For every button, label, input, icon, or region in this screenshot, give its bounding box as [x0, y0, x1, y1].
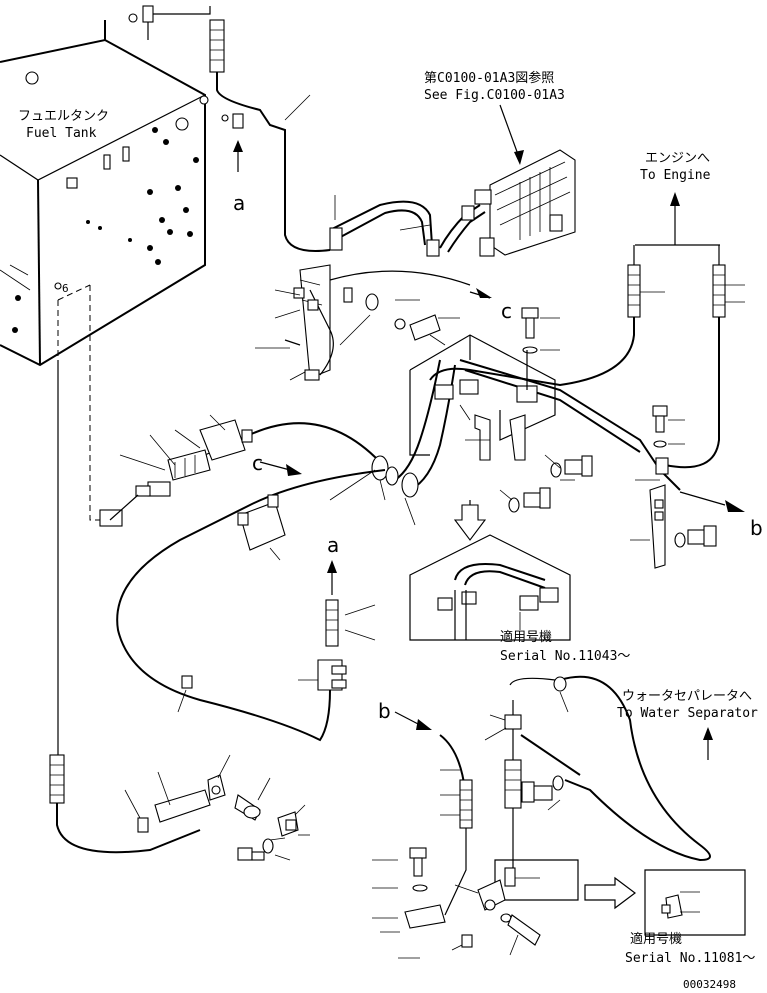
- reference-label-en: See Fig.C0100-01A3: [424, 88, 565, 103]
- hose-loop: [99, 469, 386, 742]
- svg-text:6: 6: [62, 282, 69, 295]
- fitting-a-lower: [298, 599, 376, 691]
- bolt-washer-set-middle: [499, 454, 593, 513]
- reference-label-jp: 第C0100-01A3図参照: [424, 70, 554, 86]
- serial-label-en-2: Serial No.11081～: [625, 951, 755, 966]
- inset-serial-11081: [644, 869, 746, 936]
- top-fittings: [128, 5, 331, 252]
- cooler-unit: [474, 149, 576, 257]
- bolt-washer-column: [372, 847, 446, 959]
- fuel-tank: 6: [0, 20, 209, 521]
- to-engine-label-en: To Engine: [640, 168, 711, 183]
- to-engine-label-jp: エンジンへ: [645, 151, 710, 166]
- drawing-number: 00032498: [683, 978, 736, 991]
- marker-a-lower: a: [327, 533, 339, 557]
- marker-b-right: b: [750, 516, 763, 540]
- serial-label-en-1: Serial No.11043～: [500, 649, 630, 664]
- marker-c-upper: c: [501, 299, 512, 323]
- serial-label-jp-1: 適用号機: [500, 629, 552, 645]
- hose-lower-left-fittings: [49, 360, 310, 861]
- marker-c-lower: c: [252, 451, 263, 475]
- bracket-assembly: [255, 264, 334, 381]
- to-water-sep-label-en: To Water Separator: [617, 706, 758, 721]
- marker-b-lower: b: [378, 699, 391, 723]
- marker-a-top: a: [233, 191, 245, 215]
- bolt-washer-set-right: [521, 307, 685, 448]
- fuel-tank-label-jp: フュエルタンク: [18, 109, 109, 124]
- center-clamp-block: [394, 334, 681, 491]
- to-water-sep-label-jp: ウォータセパレータへ: [622, 689, 752, 704]
- inset-serial-11043: [409, 534, 571, 641]
- hose-assembly-upper: [329, 195, 486, 257]
- hose-assembly-lower-left: [119, 414, 419, 526]
- fitting-assembly-lower: [440, 676, 581, 956]
- serial-label-jp-2: 適用号機: [630, 931, 682, 947]
- fuel-tank-label-en: Fuel Tank: [26, 126, 97, 141]
- engine-hose-fittings: [627, 245, 745, 318]
- bracket-right: [630, 479, 745, 569]
